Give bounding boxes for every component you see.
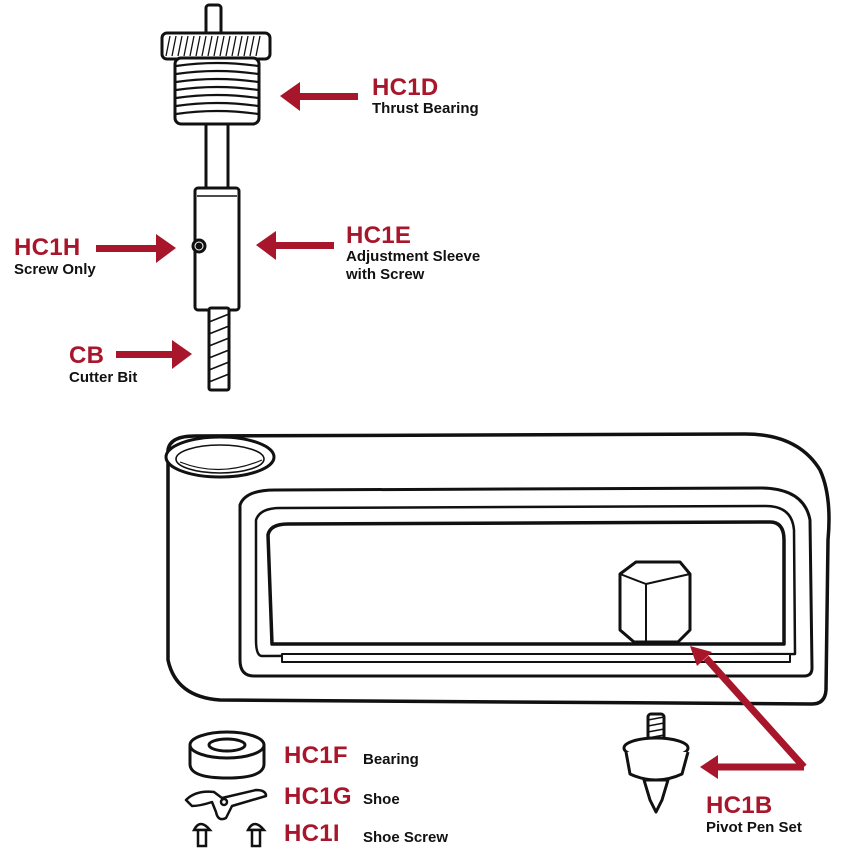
callout-cb-code: CB bbox=[69, 342, 105, 369]
callout-cb-desc: Cutter Bit bbox=[69, 369, 138, 386]
callout-hc1f-desc: Bearing bbox=[363, 751, 419, 768]
arrow-hc1h bbox=[96, 234, 176, 263]
callout-hc1b-desc: Pivot Pen Set bbox=[706, 819, 802, 836]
arrow-hc1d bbox=[280, 82, 358, 111]
callout-hc1b-code: HC1B bbox=[706, 792, 773, 819]
callout-hc1g-code: HC1G bbox=[284, 783, 352, 810]
bearing-part bbox=[188, 730, 266, 780]
callout-hc1i-desc: Shoe Screw bbox=[363, 829, 449, 846]
callout-hc1e-code: HC1E bbox=[346, 222, 412, 249]
router-base bbox=[164, 432, 831, 706]
arrow-cb bbox=[116, 340, 192, 369]
callout-hc1d-desc: Thrust Bearing bbox=[372, 100, 479, 117]
arrow-hc1e bbox=[256, 231, 334, 260]
callout-hc1h-code: HC1H bbox=[14, 234, 81, 261]
callout-hc1d-code: HC1D bbox=[372, 74, 439, 101]
pivot-pen-part bbox=[622, 712, 690, 814]
callout-hc1e-desc-line1: Adjustment Sleeve bbox=[346, 248, 481, 265]
callout-hc1g-desc: Shoe bbox=[363, 791, 400, 808]
callout-hc1f-code: HC1F bbox=[284, 742, 348, 769]
callout-hc1h-desc: Screw Only bbox=[14, 261, 96, 278]
shoe-part bbox=[184, 788, 268, 821]
spindle-assembly bbox=[160, 3, 272, 392]
shoe-screw-part bbox=[191, 822, 267, 848]
callout-hc1i-code: HC1I bbox=[284, 820, 340, 847]
callout-hc1e-desc-line2: with Screw bbox=[346, 266, 425, 283]
arrow-hc1b bbox=[690, 646, 807, 779]
callout-arrows bbox=[96, 82, 807, 779]
